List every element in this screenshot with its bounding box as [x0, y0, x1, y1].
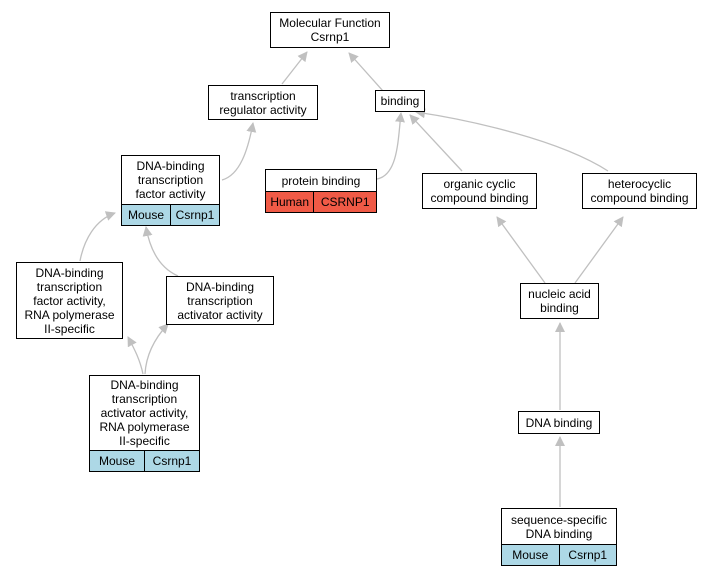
node-binding[interactable]: binding [375, 90, 425, 112]
node-label: Molecular Function Csrnp1 [279, 16, 381, 44]
node-protein-binding[interactable]: protein binding Human CSRNP1 [265, 169, 377, 213]
annotation-row: Mouse Csrnp1 [90, 450, 199, 471]
gene-cell: Csrnp1 [144, 451, 199, 471]
edge-dna-binding-tf-pol2-to-dna-binding-tf [79, 211, 116, 262]
node-label: DNA binding [525, 415, 593, 430]
edge-activator-pol2-to-dna-binding-activator [144, 323, 169, 375]
node-heterocyclic-compound-binding[interactable]: heterocyclic compound binding [582, 173, 697, 209]
edge-protein-binding-to-binding [376, 112, 405, 180]
node-label: nucleic acid binding [528, 287, 591, 315]
node-dna-binding[interactable]: DNA binding [518, 411, 600, 434]
node-label: DNA-binding transcription activator acti… [99, 378, 190, 448]
edge-nucleic-acid-to-heterocyclic [574, 216, 624, 284]
annotation-row: Human CSRNP1 [266, 191, 376, 212]
edge-transcription-regulator-to-molecular-function [281, 51, 308, 85]
node-label: heterocyclic compound binding [590, 177, 689, 205]
node-transcription-regulator-activity[interactable]: transcription regulator activity [208, 85, 318, 120]
edge-organic-cyclic-to-binding [409, 114, 463, 172]
species-cell: Mouse [512, 548, 549, 562]
gene-cell: Csrnp1 [170, 205, 219, 225]
node-dna-binding-tf-rna-polymerase-ii-specific[interactable]: DNA-binding transcription factor activit… [16, 262, 123, 339]
node-nucleic-acid-binding[interactable]: nucleic acid binding [520, 283, 599, 319]
node-label: DNA-binding transcription factor activit… [24, 265, 115, 336]
edge-dna-binding-activator-to-dna-binding-tf [142, 226, 179, 277]
node-molecular-function[interactable]: Molecular Function Csrnp1 [270, 12, 390, 48]
node-organic-cyclic-compound-binding[interactable]: organic cyclic compound binding [422, 173, 537, 209]
annotation-row: Mouse Csrnp1 [502, 544, 616, 565]
node-dna-binding-activator-rna-polymerase-ii-specific[interactable]: DNA-binding transcription activator acti… [89, 375, 200, 472]
node-label: protein binding [281, 173, 361, 188]
annotation-row: Mouse Csrnp1 [122, 204, 219, 225]
edge-dna-binding-tf-to-transcription-regulator [221, 122, 257, 181]
gene-cell: CSRNP1 [313, 192, 376, 212]
species-cell: Mouse [98, 454, 136, 468]
node-dna-binding-transcription-activator-activity[interactable]: DNA-binding transcription activator acti… [166, 276, 274, 325]
node-label: binding [380, 94, 420, 108]
edge-activator-pol2-to-tf-pol2 [127, 336, 144, 375]
node-sequence-specific-dna-binding[interactable]: sequence-specific DNA binding Mouse Csrn… [501, 508, 617, 566]
edge-binding-to-molecular-function [348, 52, 384, 92]
edge-heterocyclic-to-binding [415, 108, 609, 172]
species-cell: Mouse [127, 208, 165, 222]
node-label: sequence-specific DNA binding [510, 512, 608, 541]
gene-cell: Csrnp1 [558, 545, 617, 565]
species-cell: Human [270, 195, 310, 209]
edge-nucleic-acid-to-organic-cyclic [496, 216, 546, 284]
node-label: DNA-binding transcription factor activit… [135, 159, 206, 201]
node-label: transcription regulator activity [219, 88, 307, 117]
node-label: DNA-binding transcription activator acti… [177, 279, 263, 322]
node-label: organic cyclic compound binding [430, 177, 529, 205]
node-dna-binding-transcription-factor-activity[interactable]: DNA-binding transcription factor activit… [121, 155, 220, 226]
